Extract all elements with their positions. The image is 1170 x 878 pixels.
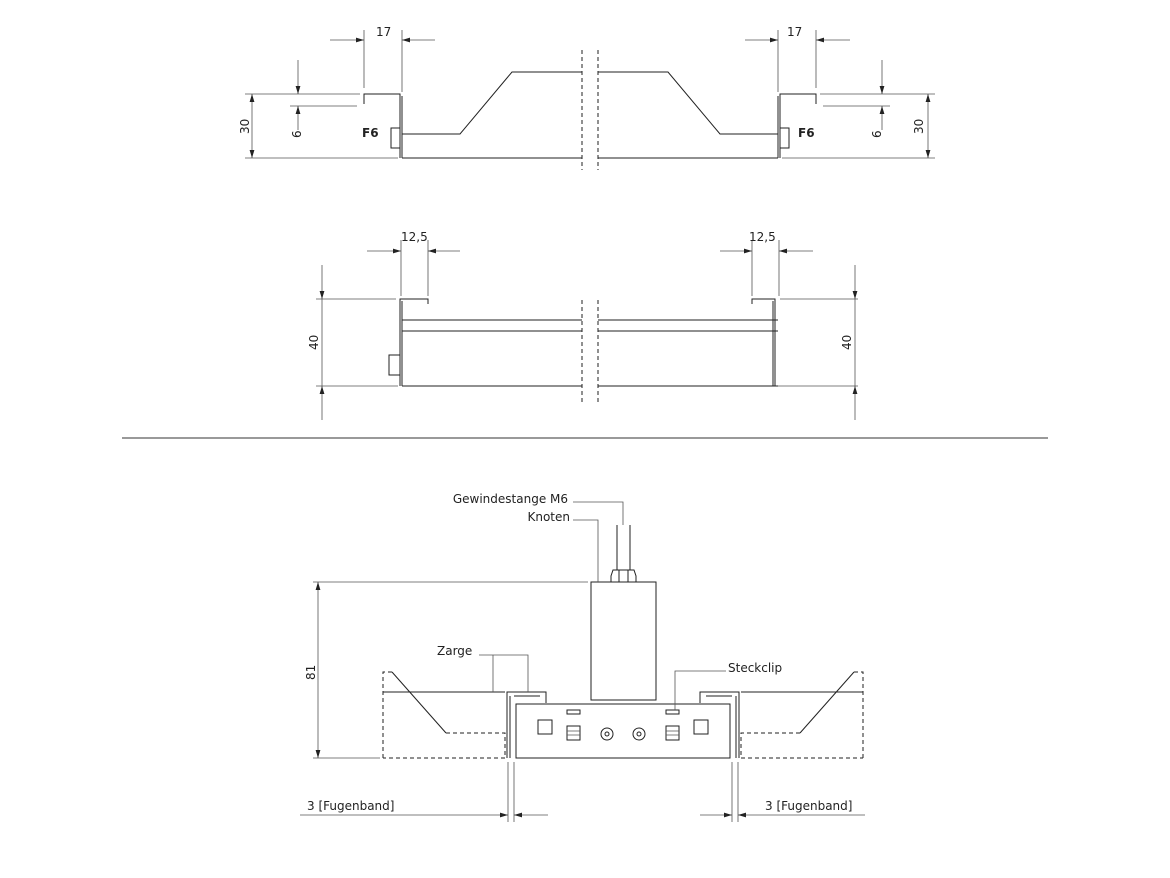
dim-height-left: 40 (307, 335, 321, 350)
assembly-view: 81 Gewindestange M6 Knoten Zarge Steckcl… (300, 492, 865, 822)
dim-height-81: 81 (304, 665, 318, 680)
base-channel (515, 703, 731, 759)
joint-label-right: 3 [Fugenband] (765, 799, 852, 813)
dim-height-left: 30 (238, 119, 252, 134)
profile-middle-half (316, 240, 583, 420)
assembly-half (382, 671, 614, 822)
dim-width-left: 12,5 (401, 230, 428, 244)
dim-height-right: 40 (840, 335, 854, 350)
dim-height-right: 30 (912, 119, 926, 134)
label-frame: Zarge (437, 644, 472, 658)
profile-view-top: 17 17 6 6 30 30 F6 F6 (238, 25, 935, 170)
assembly-half-mirrored (632, 671, 864, 822)
leader-clip (674, 670, 726, 710)
profile-middle-half-mirrored (597, 240, 858, 420)
label-rod: Gewindestange M6 (453, 492, 568, 506)
profile-view-middle: 12,5 12,5 40 40 (307, 230, 858, 420)
nut (610, 569, 637, 583)
dim-lip-right: 6 (870, 130, 884, 138)
dim-lip-left: 6 (290, 130, 304, 138)
dim-width-right: 12,5 (749, 230, 776, 244)
fixing-label-left: F6 (362, 126, 379, 140)
profile-top-half (245, 30, 583, 170)
profile-top-half-mirrored (597, 30, 935, 170)
node-block (590, 581, 657, 701)
joint-label-left: 3 [Fugenband] (307, 799, 394, 813)
leader-frame (479, 654, 529, 692)
leader-rod (573, 501, 624, 525)
fixing-label-right: F6 (798, 126, 815, 140)
leader-node (573, 519, 599, 582)
label-clip: Steckclip (728, 661, 782, 675)
threaded-rod (616, 525, 631, 570)
label-node: Knoten (527, 510, 570, 524)
dim-width-right: 17 (787, 25, 802, 39)
dim-width-left: 17 (376, 25, 391, 39)
fixing-block (390, 127, 401, 149)
